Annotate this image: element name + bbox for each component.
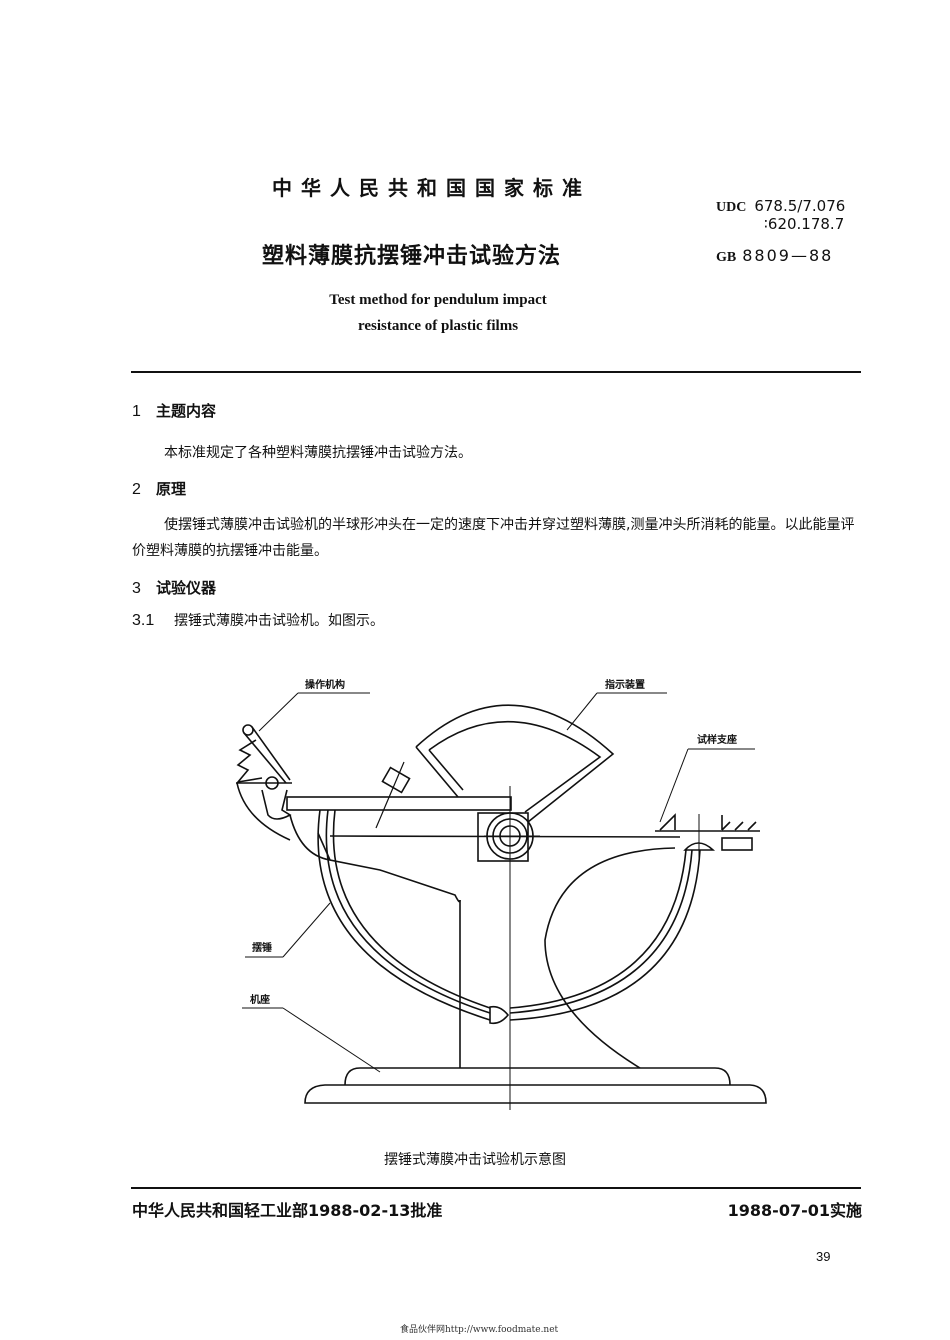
label-base: 机座 bbox=[250, 993, 270, 1006]
pendulum-arm bbox=[286, 786, 681, 1110]
frame-curve bbox=[544, 847, 676, 1069]
specimen-holder bbox=[655, 813, 760, 860]
leader-lines bbox=[242, 692, 755, 1073]
section-number: 2 bbox=[132, 481, 141, 498]
effective-date: 1988-07-01实施 bbox=[727, 1201, 862, 1220]
watermark-link[interactable]: 食品伙伴网http://www.foodmate.net bbox=[400, 1325, 559, 1335]
gb-label: GB bbox=[716, 250, 737, 265]
udc-value-2: ∶620.178.7 bbox=[764, 215, 845, 233]
subsection-3-1: 3.1 摆锤式薄膜冲击试验机。如图示。 bbox=[132, 610, 384, 630]
section-title: 主题内容 bbox=[156, 402, 217, 420]
subsection-text: 摆锤式薄膜冲击试验机。如图示。 bbox=[174, 613, 384, 629]
pendulum-tester-diagram: 操作机构 指示装置 试样支座 摆锤 机座 bbox=[236, 678, 767, 1110]
section-3-heading: 3 试验仪器 bbox=[132, 577, 216, 598]
label-operating-mechanism: 操作机构 bbox=[305, 678, 345, 691]
section-1-heading: 1 主题内容 bbox=[132, 400, 216, 421]
operating-mechanism bbox=[236, 724, 292, 841]
label-specimen-holder: 试样支座 bbox=[697, 733, 737, 746]
indicator-device bbox=[415, 704, 615, 823]
english-title: Test method for pendulum impact resistan… bbox=[298, 287, 578, 339]
machine-base bbox=[304, 1067, 767, 1104]
subsection-number: 3.1 bbox=[132, 612, 155, 629]
english-title-line-1: Test method for pendulum impact bbox=[329, 292, 547, 308]
approval-statement: 中华人民共和国轻工业部1988-02-13批准 bbox=[132, 1201, 443, 1220]
header-divider bbox=[131, 371, 861, 373]
counter-weight bbox=[375, 761, 411, 829]
page-number: 39 bbox=[816, 1249, 831, 1264]
section-1-body: 本标准规定了各种塑料薄膜抗摆锤冲击试验方法。 bbox=[164, 445, 472, 461]
label-pendulum: 摆锤 bbox=[252, 941, 272, 954]
gb-number-block: GB 8809—88 bbox=[716, 246, 833, 266]
section-2-heading: 2 原理 bbox=[132, 478, 186, 499]
pendulum bbox=[317, 809, 716, 1025]
english-title-line-2: resistance of plastic films bbox=[357, 318, 519, 334]
section-title: 试验仪器 bbox=[156, 579, 217, 597]
main-title: 塑料薄膜抗摆锤冲击试验方法 bbox=[262, 244, 562, 269]
section-2-body: 使摆锤式薄膜冲击试验机的半球形冲头在一定的速度下冲击并穿过塑料薄膜,测量冲头所消… bbox=[132, 517, 855, 559]
udc-line-1: UDC 678.5/7.076 bbox=[716, 198, 845, 216]
udc-classification: UDC 678.5/7.076 ∶620.178.7 bbox=[716, 198, 845, 232]
udc-value-1: 678.5/7.076 bbox=[754, 197, 846, 215]
footer-divider bbox=[131, 1187, 861, 1189]
section-number: 3 bbox=[132, 580, 141, 597]
label-indicator: 指示装置 bbox=[605, 678, 645, 691]
section-number: 1 bbox=[132, 403, 141, 420]
section-title: 原理 bbox=[156, 480, 187, 498]
gb-number: 8809—88 bbox=[742, 246, 834, 265]
figure-caption: 摆锤式薄膜冲击试验机示意图 bbox=[384, 1152, 566, 1168]
standard-title: 中华人民共和国国家标准 bbox=[272, 176, 591, 200]
machine-column bbox=[289, 814, 461, 1068]
udc-label: UDC bbox=[716, 200, 747, 215]
